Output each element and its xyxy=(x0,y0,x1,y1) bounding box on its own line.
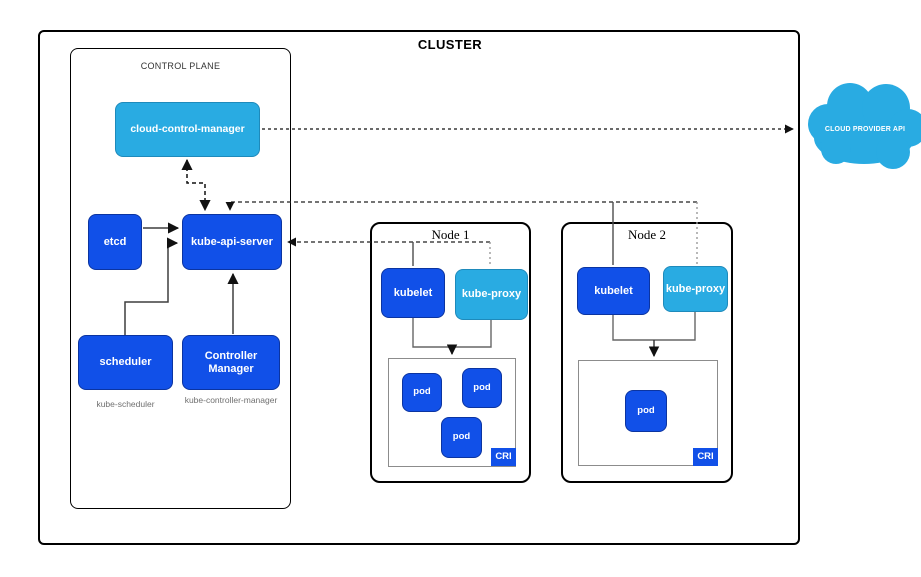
kube-api-server-box: kube-api-server xyxy=(182,214,282,270)
node1-box xyxy=(370,222,531,483)
control-plane-title: CONTROL PLANE xyxy=(140,61,221,71)
node1-pod-2: pod xyxy=(462,368,502,408)
node2-box xyxy=(561,222,733,483)
node2-kubelet-box: kubelet xyxy=(577,267,650,315)
node1-cri-badge: CRI xyxy=(491,448,516,466)
cloud-control-manager-box: cloud-control-manager xyxy=(115,102,260,157)
node1-pod-3: pod xyxy=(441,417,482,458)
node1-pod-1: pod xyxy=(402,373,442,412)
controller-manager-caption: kube-controller-manager xyxy=(184,395,278,405)
control-plane-box xyxy=(70,48,291,509)
node2-cri-badge: CRI xyxy=(693,448,718,466)
node2-pod-1: pod xyxy=(625,390,667,432)
node1-title: Node 1 xyxy=(431,227,470,242)
controller-manager-box: Controller Manager xyxy=(182,335,280,390)
scheduler-box: scheduler xyxy=(78,335,173,390)
node2-kube-proxy-box: kube-proxy xyxy=(663,266,728,312)
node1-kubelet-box: kubelet xyxy=(381,268,445,318)
etcd-box: etcd xyxy=(88,214,142,270)
cloud-provider-api-label: CLOUD PROVIDER API xyxy=(824,126,906,133)
scheduler-caption: kube-scheduler xyxy=(96,399,155,409)
cluster-box xyxy=(38,30,800,545)
node1-kube-proxy-box: kube-proxy xyxy=(455,269,528,320)
cluster-title: CLUSTER xyxy=(417,37,483,52)
node2-title: Node 2 xyxy=(628,227,666,242)
